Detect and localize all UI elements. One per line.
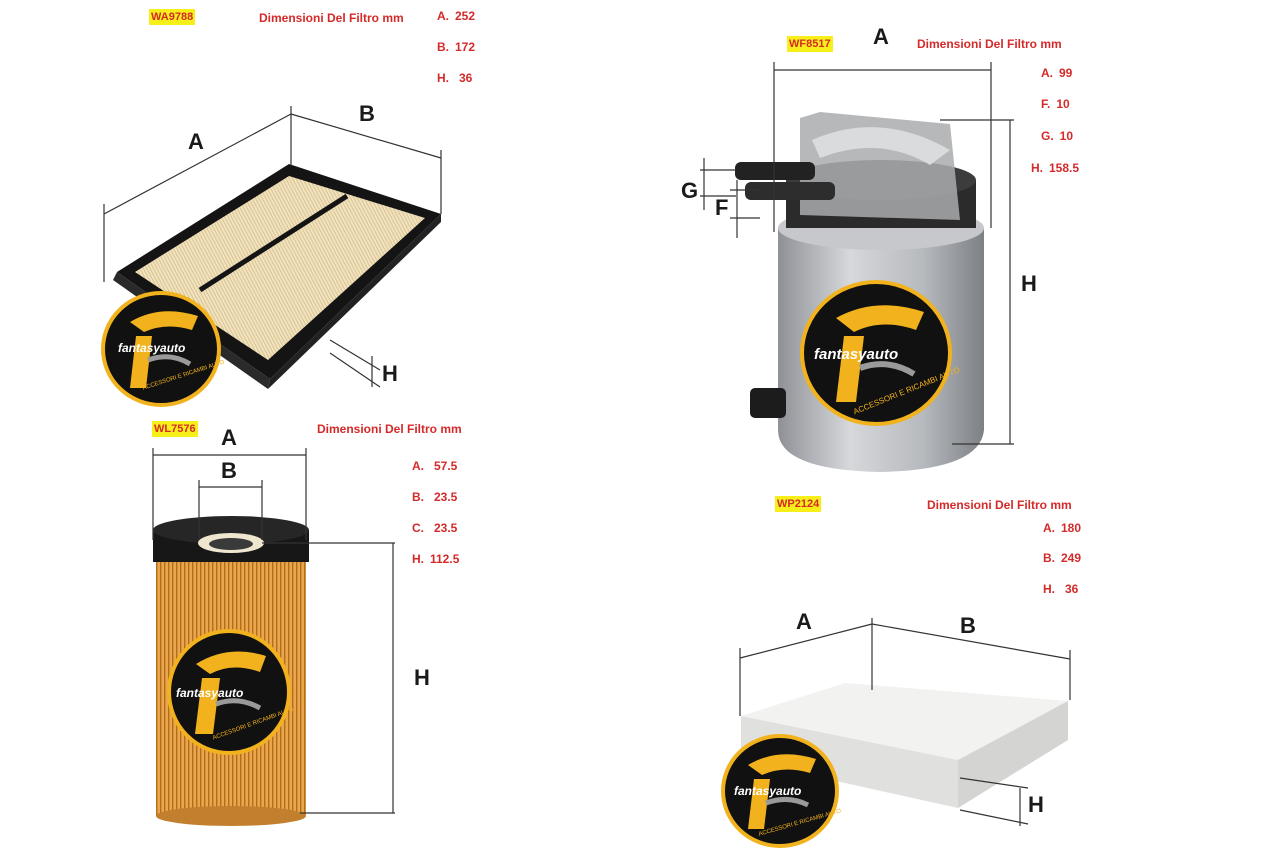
letter-wp2124-b: B: [960, 613, 976, 638]
letter-wf8517-h: H: [1021, 271, 1037, 296]
dim-wa9788-h: H.36: [437, 71, 473, 85]
fuel-filter-dimension-lines: [700, 62, 1014, 445]
fantasyauto-logo-3: [167, 629, 291, 755]
brand-name-3: fantasyauto: [176, 686, 244, 700]
dim-wf8517-h: H.158.5: [1031, 161, 1080, 175]
dim-wp2124-b: B.249: [1043, 551, 1082, 565]
brand-name-1: fantasyauto: [118, 341, 186, 355]
dim-wf8517-a: A.99: [1041, 66, 1073, 80]
product-code-wf8517: WF8517: [787, 36, 833, 52]
product-code-wa9788: WA9788: [149, 9, 196, 25]
dim-wl7576-b: B.23.5: [412, 490, 458, 504]
letter-wf8517-g: G: [681, 178, 699, 203]
dimensions-title-wa9788: Dimensioni Del Filtro mm: [259, 11, 404, 25]
dim-wp2124-a: A.180: [1043, 521, 1082, 535]
letter-wp2124-h: H: [1028, 792, 1044, 817]
dimensions-title-wf8517: Dimensioni Del Filtro mm: [917, 37, 1062, 51]
dim-wa9788-b: B.172: [437, 40, 476, 54]
cabin-filter-dimension-lines: [739, 618, 1071, 826]
dim-wl7576-a: A.57.5: [412, 459, 458, 473]
dim-wl7576-h: H.112.5: [412, 552, 460, 566]
air-filter-dimension-lines: [103, 106, 442, 388]
letter-wl7576-h: H: [414, 665, 430, 690]
dim-wf8517-g: G.10: [1041, 129, 1074, 143]
letter-wl7576-a: A: [221, 425, 237, 450]
fantasyauto-logo-2: [800, 280, 952, 426]
fantasyauto-logo-4: [721, 734, 839, 848]
fantasyauto-logo-1: [101, 291, 221, 407]
letter-wl7576-b: B: [221, 458, 237, 483]
letter-wa9788-a: A: [188, 129, 204, 154]
brand-name-2: fantasyauto: [814, 346, 899, 363]
brand-name-4: fantasyauto: [734, 784, 802, 798]
letter-wa9788-b: B: [359, 101, 375, 126]
dim-wa9788-a: A.252: [437, 9, 476, 23]
dim-wp2124-h: H.36: [1043, 582, 1079, 596]
dim-wl7576-c: C.23.5: [412, 521, 458, 535]
dimensions-title-wl7576: Dimensioni Del Filtro mm: [317, 422, 462, 436]
letter-wa9788-h: H: [382, 361, 398, 386]
product-code-wp2124: WP2124: [775, 496, 822, 512]
dim-wf8517-f: F.10: [1041, 97, 1070, 111]
letter-wf8517-f: F: [715, 195, 729, 220]
letter-wp2124-a: A: [796, 609, 812, 634]
letter-wf8517-a: A: [873, 24, 889, 49]
oil-filter-dimension-lines: [152, 448, 395, 814]
product-code-wl7576: WL7576: [152, 421, 198, 437]
dimensions-title-wp2124: Dimensioni Del Filtro mm: [927, 498, 1072, 512]
